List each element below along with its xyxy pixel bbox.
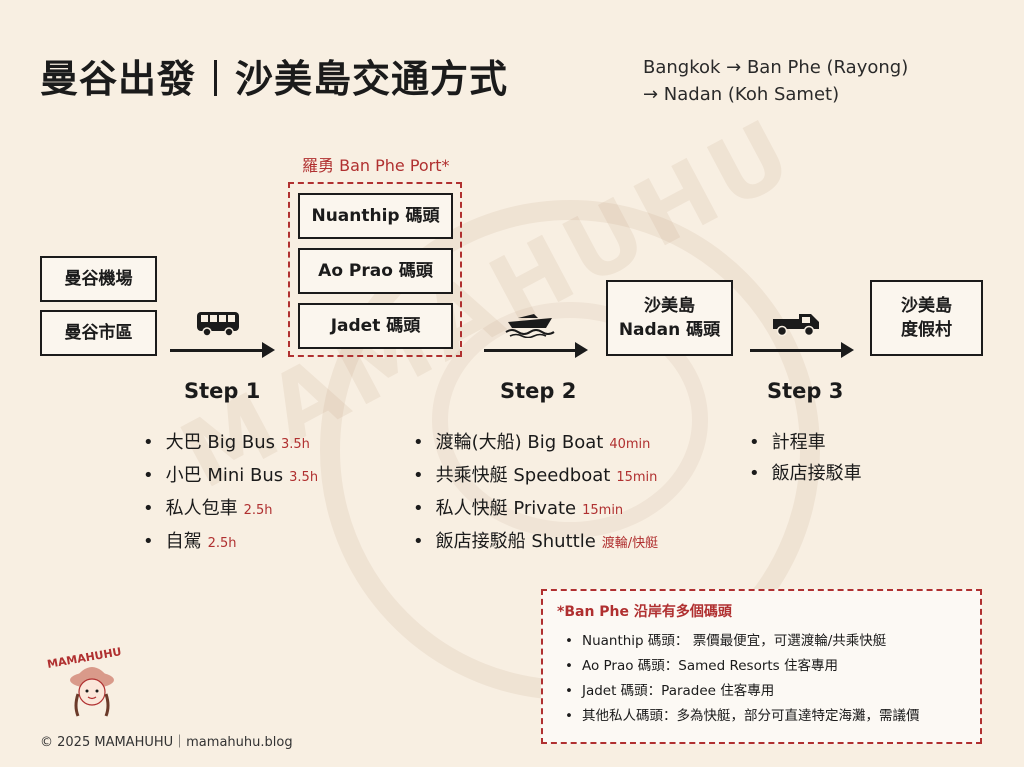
port-group — [288, 182, 462, 357]
pier-nuanthip-box: Nuanthip 碼頭 — [298, 193, 453, 239]
title-topic: 沙美島交通方式 — [235, 57, 509, 101]
origin-airport-label: 曼谷機場 — [64, 269, 133, 289]
list-item: 共乘快艇 Speedboat 15min — [413, 460, 658, 493]
option-time: 渡輪/快艇 — [601, 536, 659, 551]
option-name: 自駕 — [165, 531, 202, 552]
option-name: 小巴 Mini Bus — [165, 465, 284, 486]
pier-nuanthip-label: Nuanthip 碼頭 — [311, 206, 440, 226]
list-item: 計程車 — [749, 427, 862, 458]
mamahuhu-logo: MAMAHUHU — [42, 640, 152, 720]
list-item: 自駕 2.5h — [143, 526, 318, 559]
nadan-pier-line1: 沙美島 — [644, 296, 695, 316]
option-time: 15min — [582, 503, 624, 518]
step3-arrow-head — [841, 342, 854, 358]
step3-options: 計程車 飯店接駁車 — [749, 427, 862, 489]
note-item: Jadet 碼頭：Paradee 住客專用 — [565, 679, 966, 704]
step1-arrow — [170, 349, 264, 352]
resort-box: 沙美島 度假村 — [870, 280, 983, 356]
option-name: 計程車 — [771, 432, 826, 453]
nadan-pier-line2: Nadan 碼頭 — [618, 320, 721, 340]
option-time: 2.5h — [243, 503, 273, 518]
option-time: 40min — [609, 437, 651, 452]
step2-arrow-head — [575, 342, 588, 358]
step3-arrow — [750, 349, 842, 352]
pier-aoprao-label: Ao Prao 碼頭 — [318, 261, 433, 281]
origin-city-box: 曼谷市區 — [40, 310, 157, 356]
note-item: Ao Prao 碼頭：Samed Resorts 住客專用 — [565, 654, 966, 679]
option-time: 15min — [616, 470, 658, 485]
option-name: 私人快艇 Private — [435, 498, 577, 519]
step1-arrow-head — [262, 342, 275, 358]
port-label: 羅勇 Ban Phe Port* — [302, 156, 450, 175]
resort-line2: 度假村 — [901, 320, 952, 340]
pier-aoprao-box: Ao Prao 碼頭 — [298, 248, 453, 294]
list-item: 渡輪(大船) Big Boat 40min — [413, 427, 658, 460]
pier-note: *Ban Phe 沿岸有多個碼頭 Nuanthip 碼頭： 票價最便宜，可選渡輪… — [541, 589, 982, 744]
list-item: 飯店接駁車 — [749, 458, 862, 489]
list-item: 小巴 Mini Bus 3.5h — [143, 460, 318, 493]
option-name: 私人包車 — [165, 498, 238, 519]
title-origin: 曼谷出發 — [40, 57, 197, 101]
option-time: 2.5h — [207, 536, 237, 551]
pier-jadet-box: Jadet 碼頭 — [298, 303, 453, 349]
option-time: 3.5h — [280, 437, 310, 452]
option-name: 大巴 Big Bus — [165, 432, 275, 453]
option-name: 渡輪(大船) Big Boat — [435, 432, 604, 453]
bus-icon — [197, 312, 239, 337]
title-divider — [214, 60, 218, 96]
option-name: 共乘快艇 Speedboat — [435, 465, 611, 486]
option-name: 飯店接駁車 — [771, 463, 862, 484]
step2-label: Step 2 — [500, 379, 577, 403]
route-subtitle: Bangkok → Ban Phe (Rayong) → Nadan (Koh … — [643, 54, 908, 108]
origin-city-label: 曼谷市區 — [64, 323, 133, 343]
logo-girl-icon: MAMAHUHU — [46, 645, 122, 717]
step2-options: 渡輪(大船) Big Boat 40min 共乘快艇 Speedboat 15min… — [413, 427, 659, 559]
note-list: Nuanthip 碼頭： 票價最便宜，可選渡輪/共乘快艇 Ao Prao 碼頭：… — [557, 629, 966, 729]
list-item: 私人快艇 Private 15min — [413, 493, 658, 526]
boat-icon — [505, 314, 555, 338]
note-item: Nuanthip 碼頭： 票價最便宜，可選渡輪/共乘快艇 — [565, 629, 966, 654]
note-title: *Ban Phe 沿岸有多個碼頭 — [557, 604, 732, 620]
truck-icon — [773, 314, 819, 337]
step3-label: Step 3 — [767, 379, 844, 403]
option-name: 飯店接駁船 Shuttle — [435, 531, 596, 552]
page-title: 曼谷出發沙美島交通方式 — [40, 48, 508, 103]
subtitle-line-2: → Nadan (Koh Samet) — [643, 84, 840, 105]
list-item: 大巴 Big Bus 3.5h — [143, 427, 318, 460]
subtitle-line-1: Bangkok → Ban Phe (Rayong) — [643, 57, 909, 78]
step2-arrow — [484, 349, 576, 352]
list-item: 飯店接駁船 Shuttle 渡輪/快艇 — [413, 526, 659, 559]
logo-text: MAMAHUHU — [46, 645, 122, 671]
resort-line1: 沙美島 — [901, 296, 952, 316]
list-item: 私人包車 2.5h — [143, 493, 318, 526]
nadan-pier-box: 沙美島 Nadan 碼頭 — [606, 280, 733, 356]
footer-credit: © 2025 MAMAHUHU｜mamahuhu.blog — [40, 735, 293, 750]
note-item: 其他私人碼頭：多為快艇，部分可直達特定海灘，需議價 — [565, 704, 966, 729]
pier-jadet-label: Jadet 碼頭 — [330, 316, 421, 336]
option-time: 3.5h — [289, 470, 319, 485]
step1-label: Step 1 — [184, 379, 261, 403]
origin-airport-box: 曼谷機場 — [40, 256, 157, 302]
